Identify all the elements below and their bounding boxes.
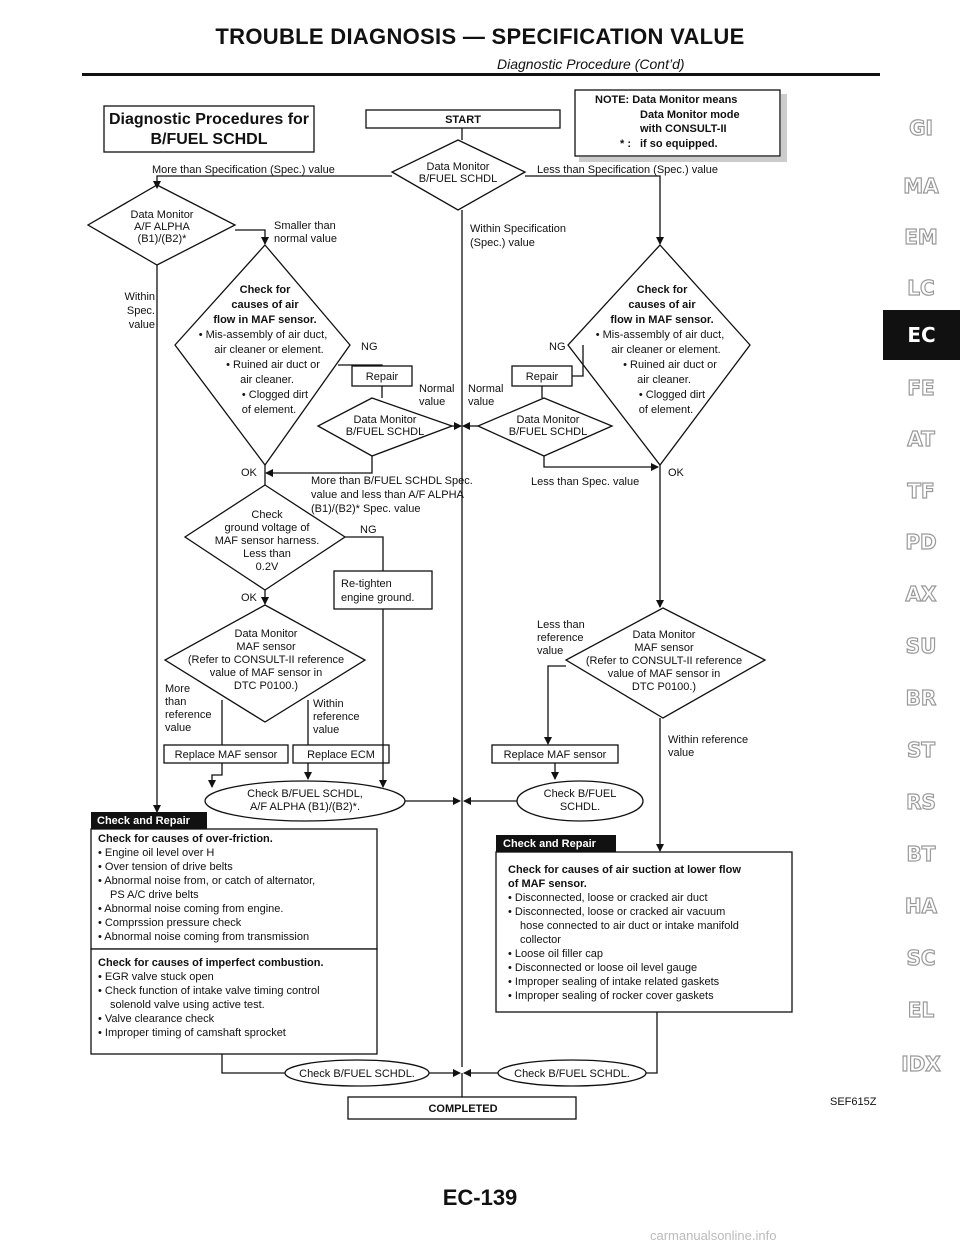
section-tab-at[interactable]: AT	[907, 426, 936, 451]
friction-text: Check for causes of over-friction.• Engi…	[98, 833, 315, 943]
section-tab-br[interactable]: BR	[905, 685, 937, 710]
section-tab-ha[interactable]: HA	[904, 893, 938, 918]
section-tab-rs[interactable]: RS	[905, 789, 936, 814]
section-tab-sc[interactable]: SC	[906, 945, 936, 970]
watermark: carmanualsonline.info	[650, 1228, 777, 1243]
combustion-box	[90, 948, 378, 1055]
section-tab-ax[interactable]: AX	[905, 581, 937, 606]
dm-maf-diamond-left	[163, 604, 367, 723]
page-title: TROUBLE DIAGNOSIS — SPECIFICATION VALUE	[215, 24, 745, 49]
section-tab-lc[interactable]: LC	[907, 275, 936, 300]
section-tab-su[interactable]: SU	[905, 633, 937, 658]
flow-title-box	[103, 105, 315, 153]
note-line-3: * :	[620, 138, 631, 150]
replace-ecm-text: Replace ECM	[307, 749, 375, 761]
replace-maf-left-text: Replace MAF sensor	[175, 749, 278, 761]
section-tab-gi[interactable]: GI	[908, 115, 933, 140]
more-spec-label: More than Specification (Spec.) value	[152, 164, 335, 176]
between-spec-label: More than B/FUEL SCHDL Spec.value and le…	[311, 475, 473, 515]
section-tab-el[interactable]: EL	[907, 997, 935, 1022]
friction-box	[90, 828, 378, 950]
note-box	[574, 89, 781, 157]
section-tab-tf[interactable]: TF	[907, 478, 936, 503]
ng-label-right: NG	[549, 341, 566, 353]
repair-right: Repair	[526, 371, 559, 383]
completed-text: COMPLETED	[428, 1103, 497, 1115]
check-fuel-final-right-text: Check B/FUEL SCHDL.	[514, 1068, 630, 1080]
ok-label-left: OK	[241, 467, 258, 479]
check-repair-tag-left	[91, 812, 207, 829]
section-tab-idx[interactable]: IDX	[901, 1051, 942, 1076]
header-rule	[82, 73, 880, 76]
less-spec-label: Less than Specification (Spec.) value	[537, 164, 718, 176]
section-tabs: GI MA EM LC EC FE AT TF PD AX SU BR ST RS BT HA SC EL IDX	[883, 80, 960, 1100]
note-line-4: if so equipped.	[640, 138, 718, 150]
dm-maf-diamond-right	[564, 607, 767, 719]
ng-label-ground: NG	[360, 524, 377, 536]
less-spec-value-label: Less than Spec. value	[531, 476, 639, 488]
start-label: START	[445, 114, 481, 126]
section-tab-ec[interactable]: EC	[883, 310, 960, 360]
section-tab-ma[interactable]: MA	[903, 173, 940, 198]
note-line-1: Data Monitor mode	[640, 109, 740, 121]
replace-maf-right-text: Replace MAF sensor	[504, 749, 607, 761]
note-line-0: NOTE: Data Monitor means	[595, 94, 737, 106]
suction-box	[495, 851, 793, 1013]
replace-maf-box-left	[163, 744, 289, 764]
repair-left: Repair	[366, 371, 399, 383]
check-fuel-af-text: Check B/FUEL SCHDL,A/F ALPHA (B1)/(B2)*.	[247, 788, 363, 813]
suction-text: Check for causes of air suction at lower…	[508, 864, 741, 1002]
figure-id: SEF615Z	[830, 1096, 877, 1108]
dm-fuel-diamond	[390, 139, 527, 211]
check-repair-tag-right	[496, 835, 616, 852]
section-tab-fe[interactable]: FE	[907, 375, 936, 400]
section-tab-em[interactable]: EM	[904, 224, 939, 249]
check-fuel-final-left-text: Check B/FUEL SCHDL.	[299, 1068, 415, 1080]
replace-ecm-box	[292, 744, 390, 764]
note-shadow	[781, 94, 787, 160]
section-tab-pd[interactable]: PD	[905, 529, 937, 554]
note-line-2: with CONSULT-II	[639, 123, 727, 135]
start-box	[365, 109, 561, 129]
ok-label-right: OK	[668, 467, 685, 479]
combustion-text: Check for causes of imperfect combustion…	[98, 957, 324, 1039]
page-subtitle: Diagnostic Procedure (Cont’d)	[497, 56, 685, 72]
ng-label-left: NG	[361, 341, 378, 353]
section-tab-st[interactable]: ST	[906, 737, 936, 762]
page-number: EC-139	[442, 1185, 518, 1210]
check-repair-label-left: Check and Repair	[97, 815, 191, 827]
ok-label-ground: OK	[241, 592, 258, 604]
note-shadow-bottom	[579, 157, 787, 162]
check-repair-label-right: Check and Repair	[503, 838, 597, 850]
within-spec-label: Within Specification(Spec.) value	[470, 223, 566, 249]
section-tab-bt[interactable]: BT	[906, 841, 936, 866]
